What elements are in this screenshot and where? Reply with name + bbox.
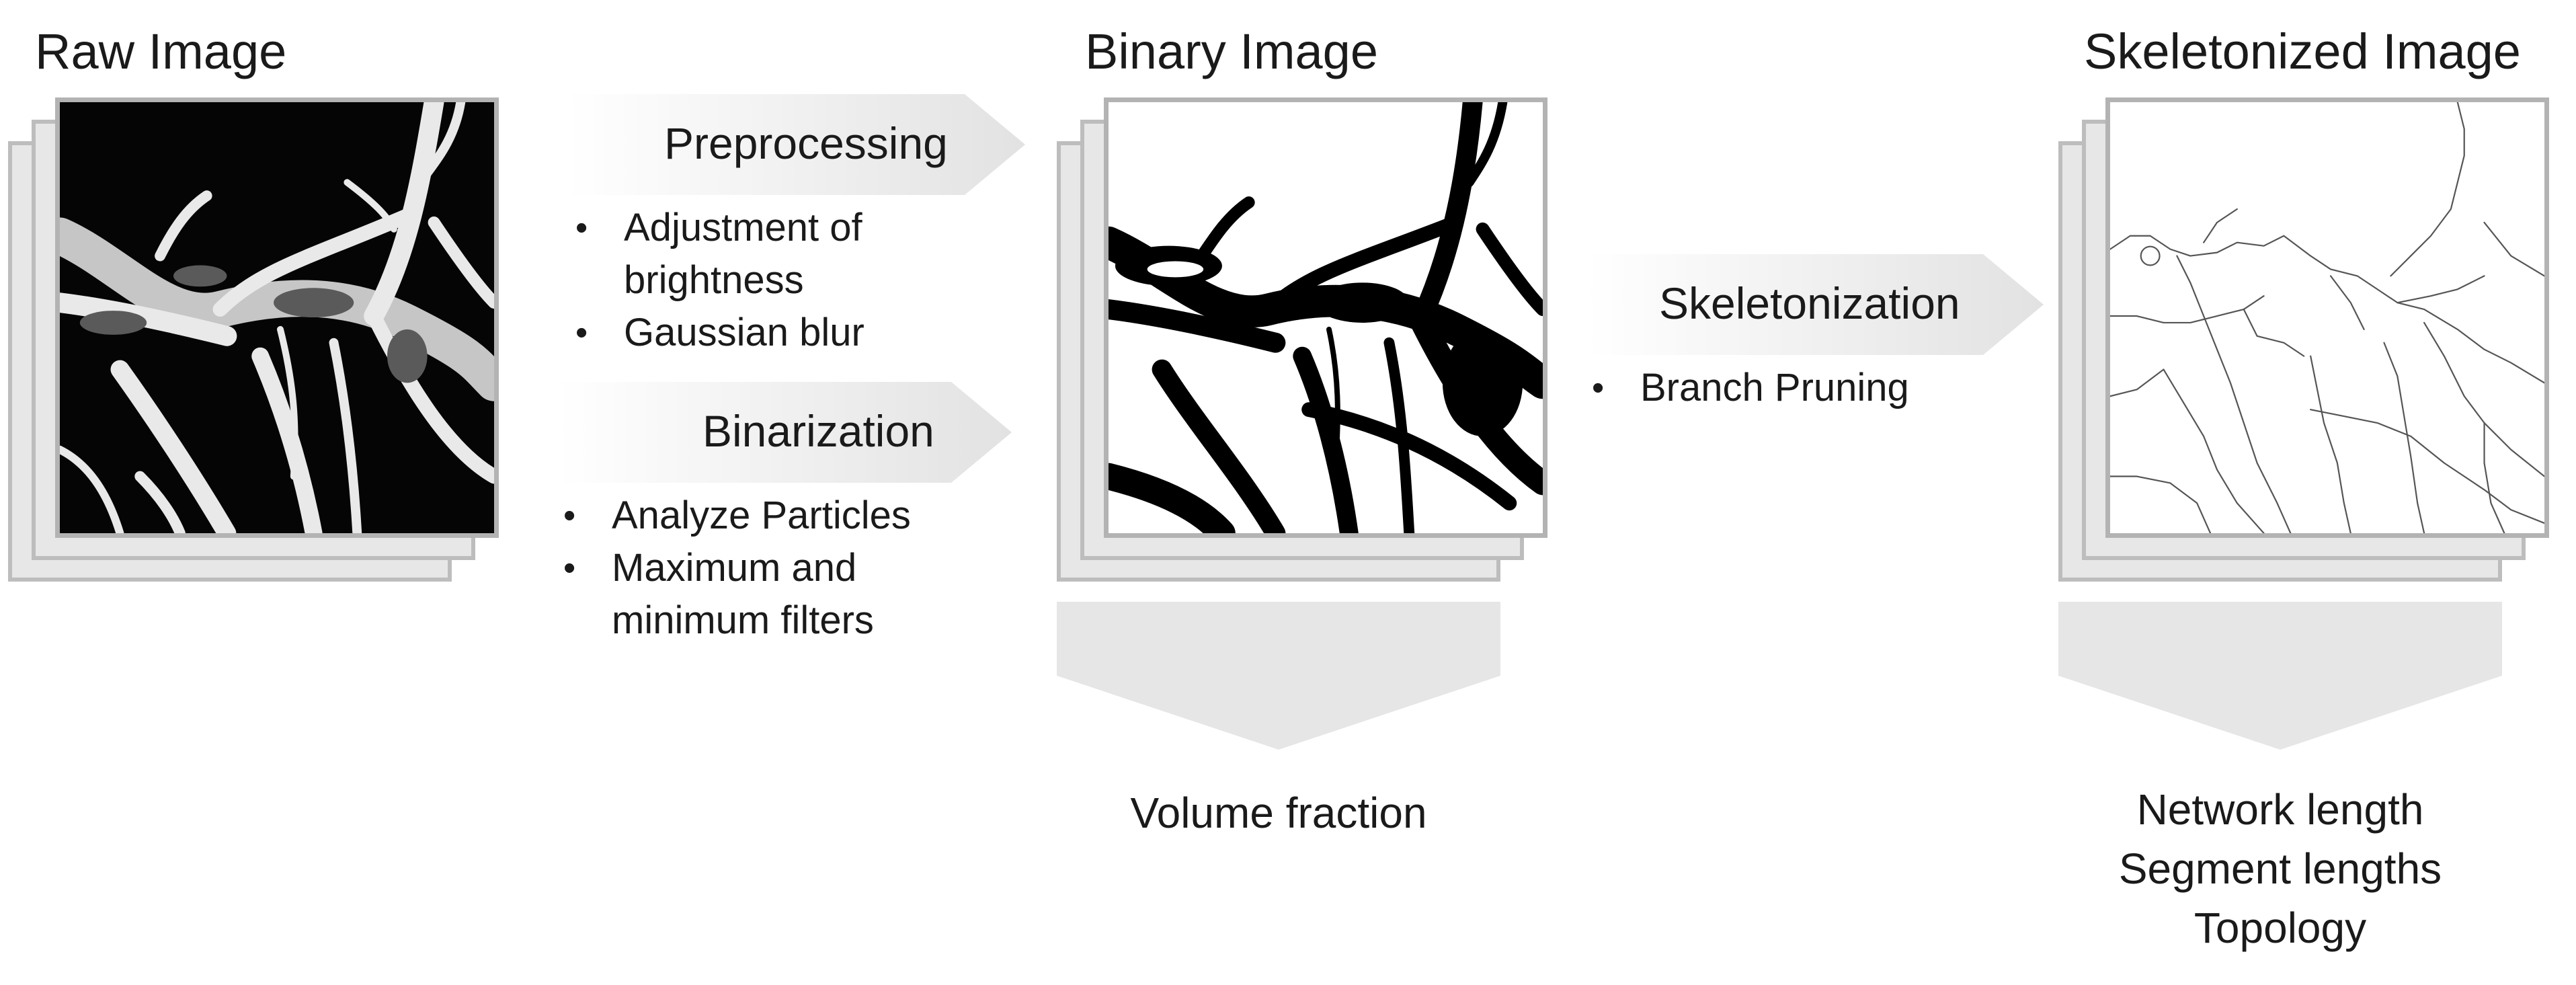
- raw-image: [55, 97, 499, 538]
- skeletonized-image-title: Skeletonized Image: [2084, 24, 2521, 79]
- output-segment-lengths: Segment lengths: [2118, 844, 2442, 893]
- raw-network-graphic: [60, 102, 494, 533]
- skeletonization-step: Branch Pruning: [1588, 362, 1964, 414]
- output-network-length: Network length: [2136, 785, 2424, 834]
- binary-network-graphic: [1109, 102, 1543, 533]
- raw-image-title: Raw Image: [35, 24, 287, 79]
- preprocessing-label: Preprocessing: [664, 118, 948, 168]
- binary-outputs: Volume fraction: [1057, 783, 1500, 842]
- preprocessing-step: Gaussian blur: [571, 307, 948, 359]
- skeleton-outputs: Network length Segment lengths Topology: [2058, 780, 2502, 957]
- binarization-step: Maximum and minimum filters: [559, 542, 949, 647]
- skeleton-output-arrow: [2058, 602, 2502, 750]
- binarization-label: Binarization: [702, 406, 934, 456]
- binarization-step: Analyze Particles: [559, 489, 949, 542]
- skeleton-network-graphic: [2110, 102, 2544, 533]
- skeletonization-steps: Branch Pruning: [1588, 362, 1964, 414]
- volume-output-arrow: [1057, 602, 1500, 750]
- binarization-arrow: [558, 382, 1012, 483]
- output-topology: Topology: [2193, 904, 2367, 952]
- skeletonization-label: Skeletonization: [1659, 278, 1960, 328]
- preprocessing-arrow: [568, 94, 1025, 195]
- binarization-steps: Analyze Particles Maximum and minimum fi…: [559, 489, 949, 647]
- skeletonization-arrow: [1586, 254, 2044, 355]
- preprocessing-steps: Adjustment of brightness Gaussian blur: [571, 202, 948, 359]
- binary-image-title: Binary Image: [1085, 24, 1378, 79]
- preprocessing-step: Adjustment of brightness: [571, 202, 948, 307]
- skeletonized-image: [2105, 97, 2549, 538]
- binary-image: [1104, 97, 1547, 538]
- output-volume-fraction: Volume fraction: [1130, 789, 1427, 837]
